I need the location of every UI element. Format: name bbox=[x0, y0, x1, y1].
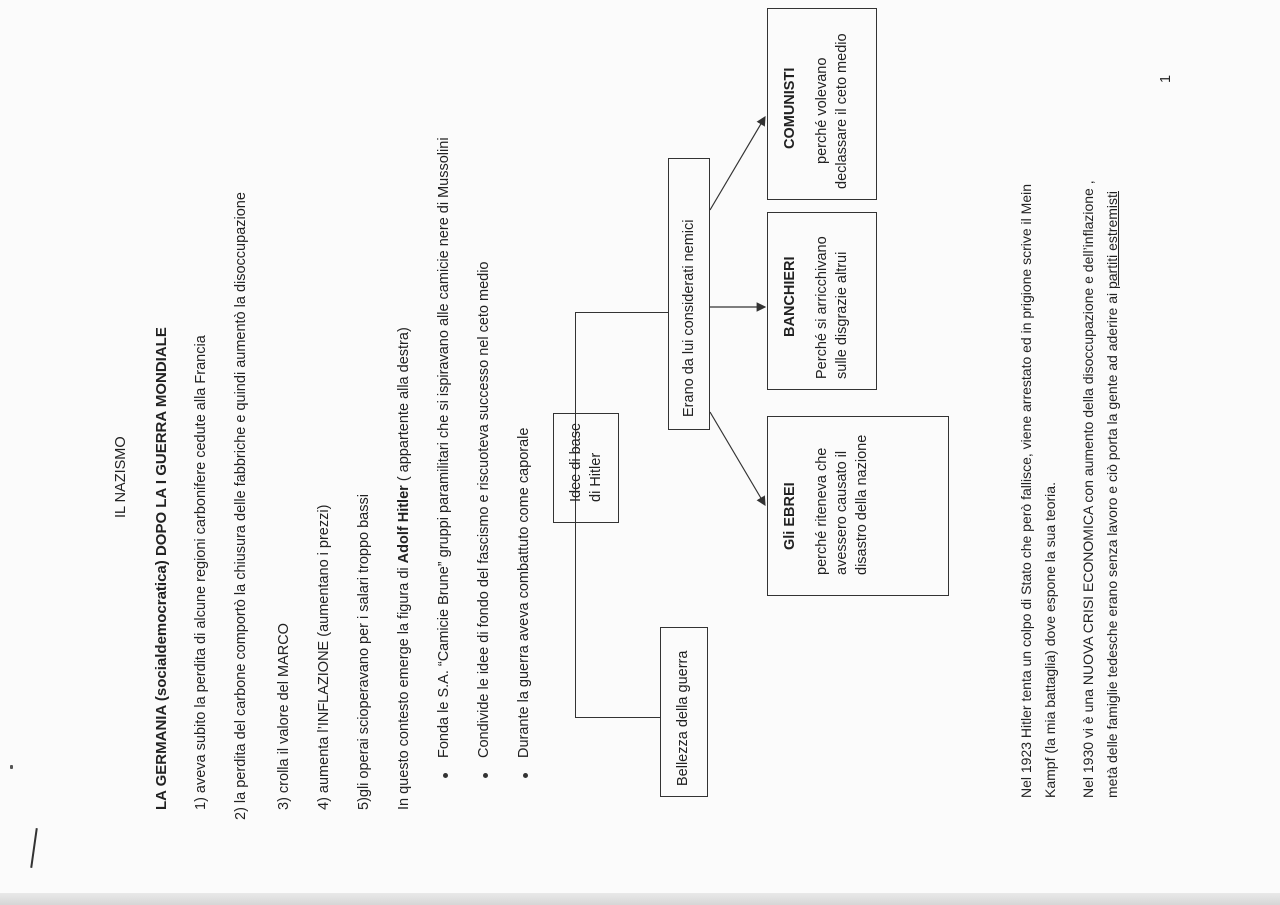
scanner-edge bbox=[0, 893, 1280, 905]
paragraph-1923-line-1: Nel 1923 Hitler tenta un colpo di Stato … bbox=[1018, 184, 1034, 798]
dust-speck bbox=[10, 765, 13, 769]
paragraph-1923-line-2: Kampf (la mia battaglia) dove espone la … bbox=[1042, 482, 1058, 798]
arrow-to-comunisti bbox=[709, 115, 766, 211]
paragraph-1930-line-2: metà delle famiglie tedesche erano senza… bbox=[1104, 191, 1121, 798]
paragraph-1930-text: metà delle famiglie tedesche erano senza… bbox=[1104, 289, 1120, 798]
page-number: 1 bbox=[1158, 74, 1174, 83]
arrow-to-ebrei bbox=[709, 411, 766, 507]
extremist-parties: partiti estremisti bbox=[1104, 190, 1120, 290]
paragraph-1930-line-1: Nel 1930 vi è una NUOVA CRISI ECONOMICA … bbox=[1080, 180, 1096, 798]
